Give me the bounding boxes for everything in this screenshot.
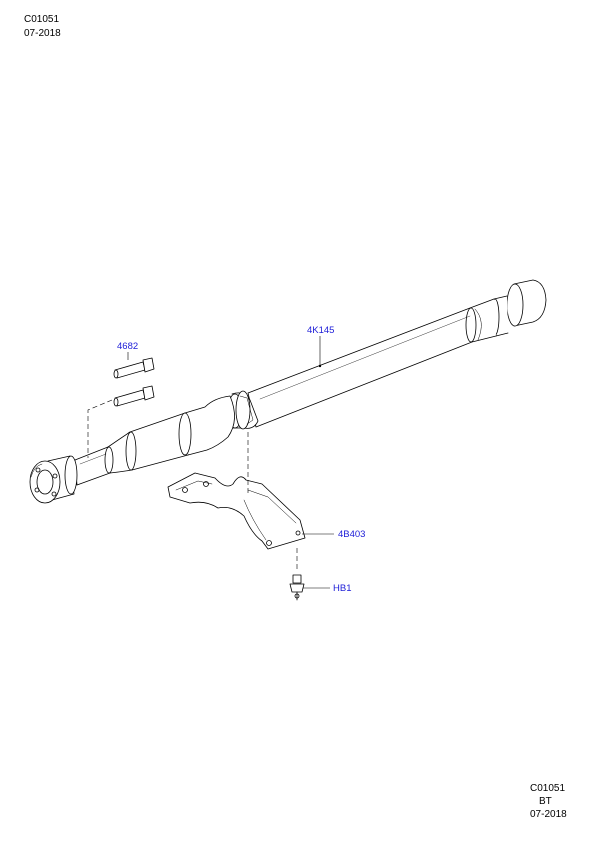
centre-bearing — [227, 390, 259, 430]
footer-code: C01051 — [530, 783, 566, 794]
rear-flange — [490, 279, 547, 337]
bolt-alignment-line — [87, 399, 113, 458]
callout-HB1[interactable]: HB1 — [333, 583, 352, 594]
header-code: C01051 — [24, 14, 60, 25]
footer-variant: BT — [539, 796, 552, 807]
callout-4K145[interactable]: 4K145 — [307, 325, 335, 336]
front-flange — [29, 455, 78, 504]
header-date: 07-2018 — [24, 28, 61, 39]
footer-date: 07-2018 — [530, 809, 567, 820]
mounting-bracket — [167, 472, 306, 550]
screw — [289, 574, 305, 601]
bolt-pair — [113, 357, 155, 407]
leader-driveshaft-dot — [318, 364, 322, 368]
callout-4682[interactable]: 4682 — [117, 341, 139, 352]
callout-4B403[interactable]: 4B403 — [338, 529, 366, 540]
rear-tube — [247, 298, 497, 428]
front-tube — [74, 395, 235, 486]
